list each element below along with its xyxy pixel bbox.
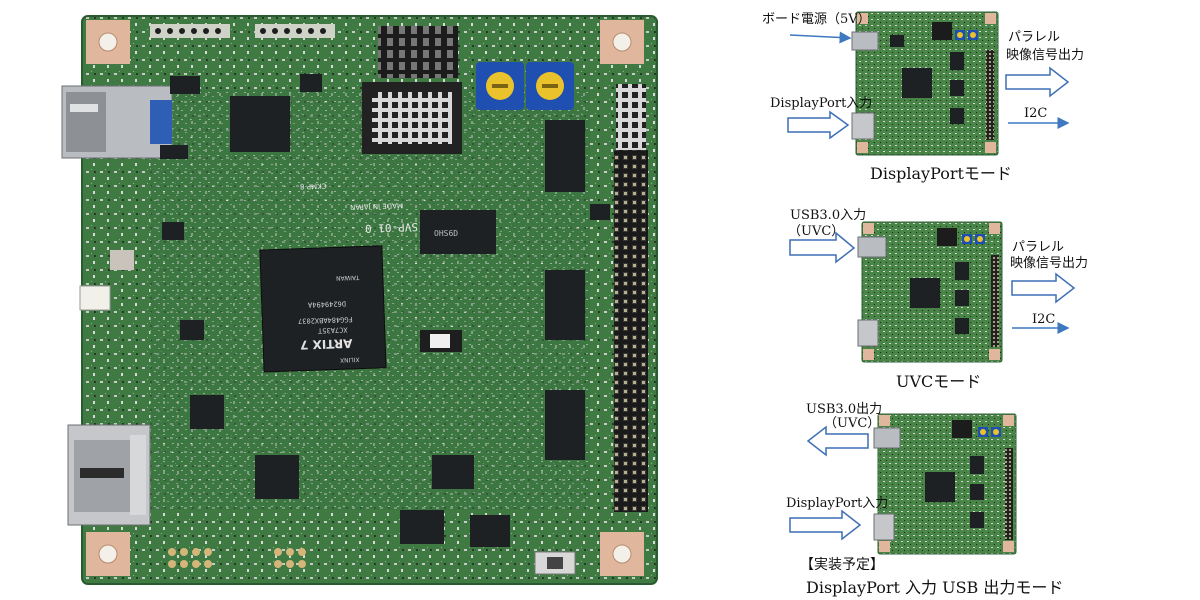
fpga-chip [259, 245, 387, 373]
right-pin-header-small [616, 84, 646, 154]
usb-input-label-1: USB3.0入力 [790, 208, 867, 223]
planned-caption-1: 【実装予定】 [800, 557, 884, 573]
usb-input-label-2: （UVC） [788, 224, 845, 239]
i2c-label-2: I2C [1032, 312, 1056, 327]
usb-output-label-2: （UVC） [824, 416, 881, 431]
usb-input-arrow [789, 231, 856, 264]
ic-chips [160, 74, 610, 547]
power-label: ボード電源（5V） [762, 12, 871, 27]
mode-caption-uvc: UVCモード [896, 372, 982, 391]
parallel-label-1a: パラレル [1008, 30, 1061, 45]
parallel-output-arrow-2 [1011, 272, 1076, 304]
memory-chip: OHS6D [420, 210, 496, 254]
displayport-connector [67, 424, 151, 526]
parallel-output-arrow-1 [1005, 66, 1070, 98]
usb3-connector [61, 85, 173, 159]
usb-output-label-1: USB3.0出力 [806, 402, 883, 417]
memory-chip-label: OHS6D [434, 229, 458, 238]
main-board-photo: OHS6D XILINX ARTIX 7 XC7A35T FGG484ABX20… [61, 15, 658, 585]
right-pin-header-long [614, 150, 648, 512]
parallel-label-2a: パラレル [1012, 240, 1065, 255]
dp-input-arrow-1 [787, 110, 850, 140]
dip-switch [378, 26, 458, 78]
mounting-pads [86, 20, 644, 576]
dp-input-label-1: DisplayPort入力 [770, 96, 873, 111]
top-header-pads [150, 24, 335, 38]
board-thumbnail-2 [857, 221, 1003, 363]
dp-input-label-3: DisplayPort入力 [786, 496, 889, 511]
i2c-label-1: I2C [1024, 106, 1048, 121]
parallel-label-1b: 映像信号出力 [1006, 48, 1085, 63]
usb-output-arrow [806, 425, 869, 457]
bottom-pads [168, 548, 306, 568]
planned-caption-2: DisplayPort 入力 USB 出力モード [806, 578, 1064, 597]
mode-caption-displayport: DisplayPortモード [870, 164, 1012, 183]
board-thumbnail-1 [851, 11, 999, 156]
parallel-label-2b: 映像信号出力 [1010, 256, 1089, 271]
dp-input-arrow-3 [789, 509, 862, 541]
power-arrow [789, 31, 852, 44]
potentiometers [476, 62, 574, 110]
board-thumbnail-3 [873, 413, 1017, 555]
